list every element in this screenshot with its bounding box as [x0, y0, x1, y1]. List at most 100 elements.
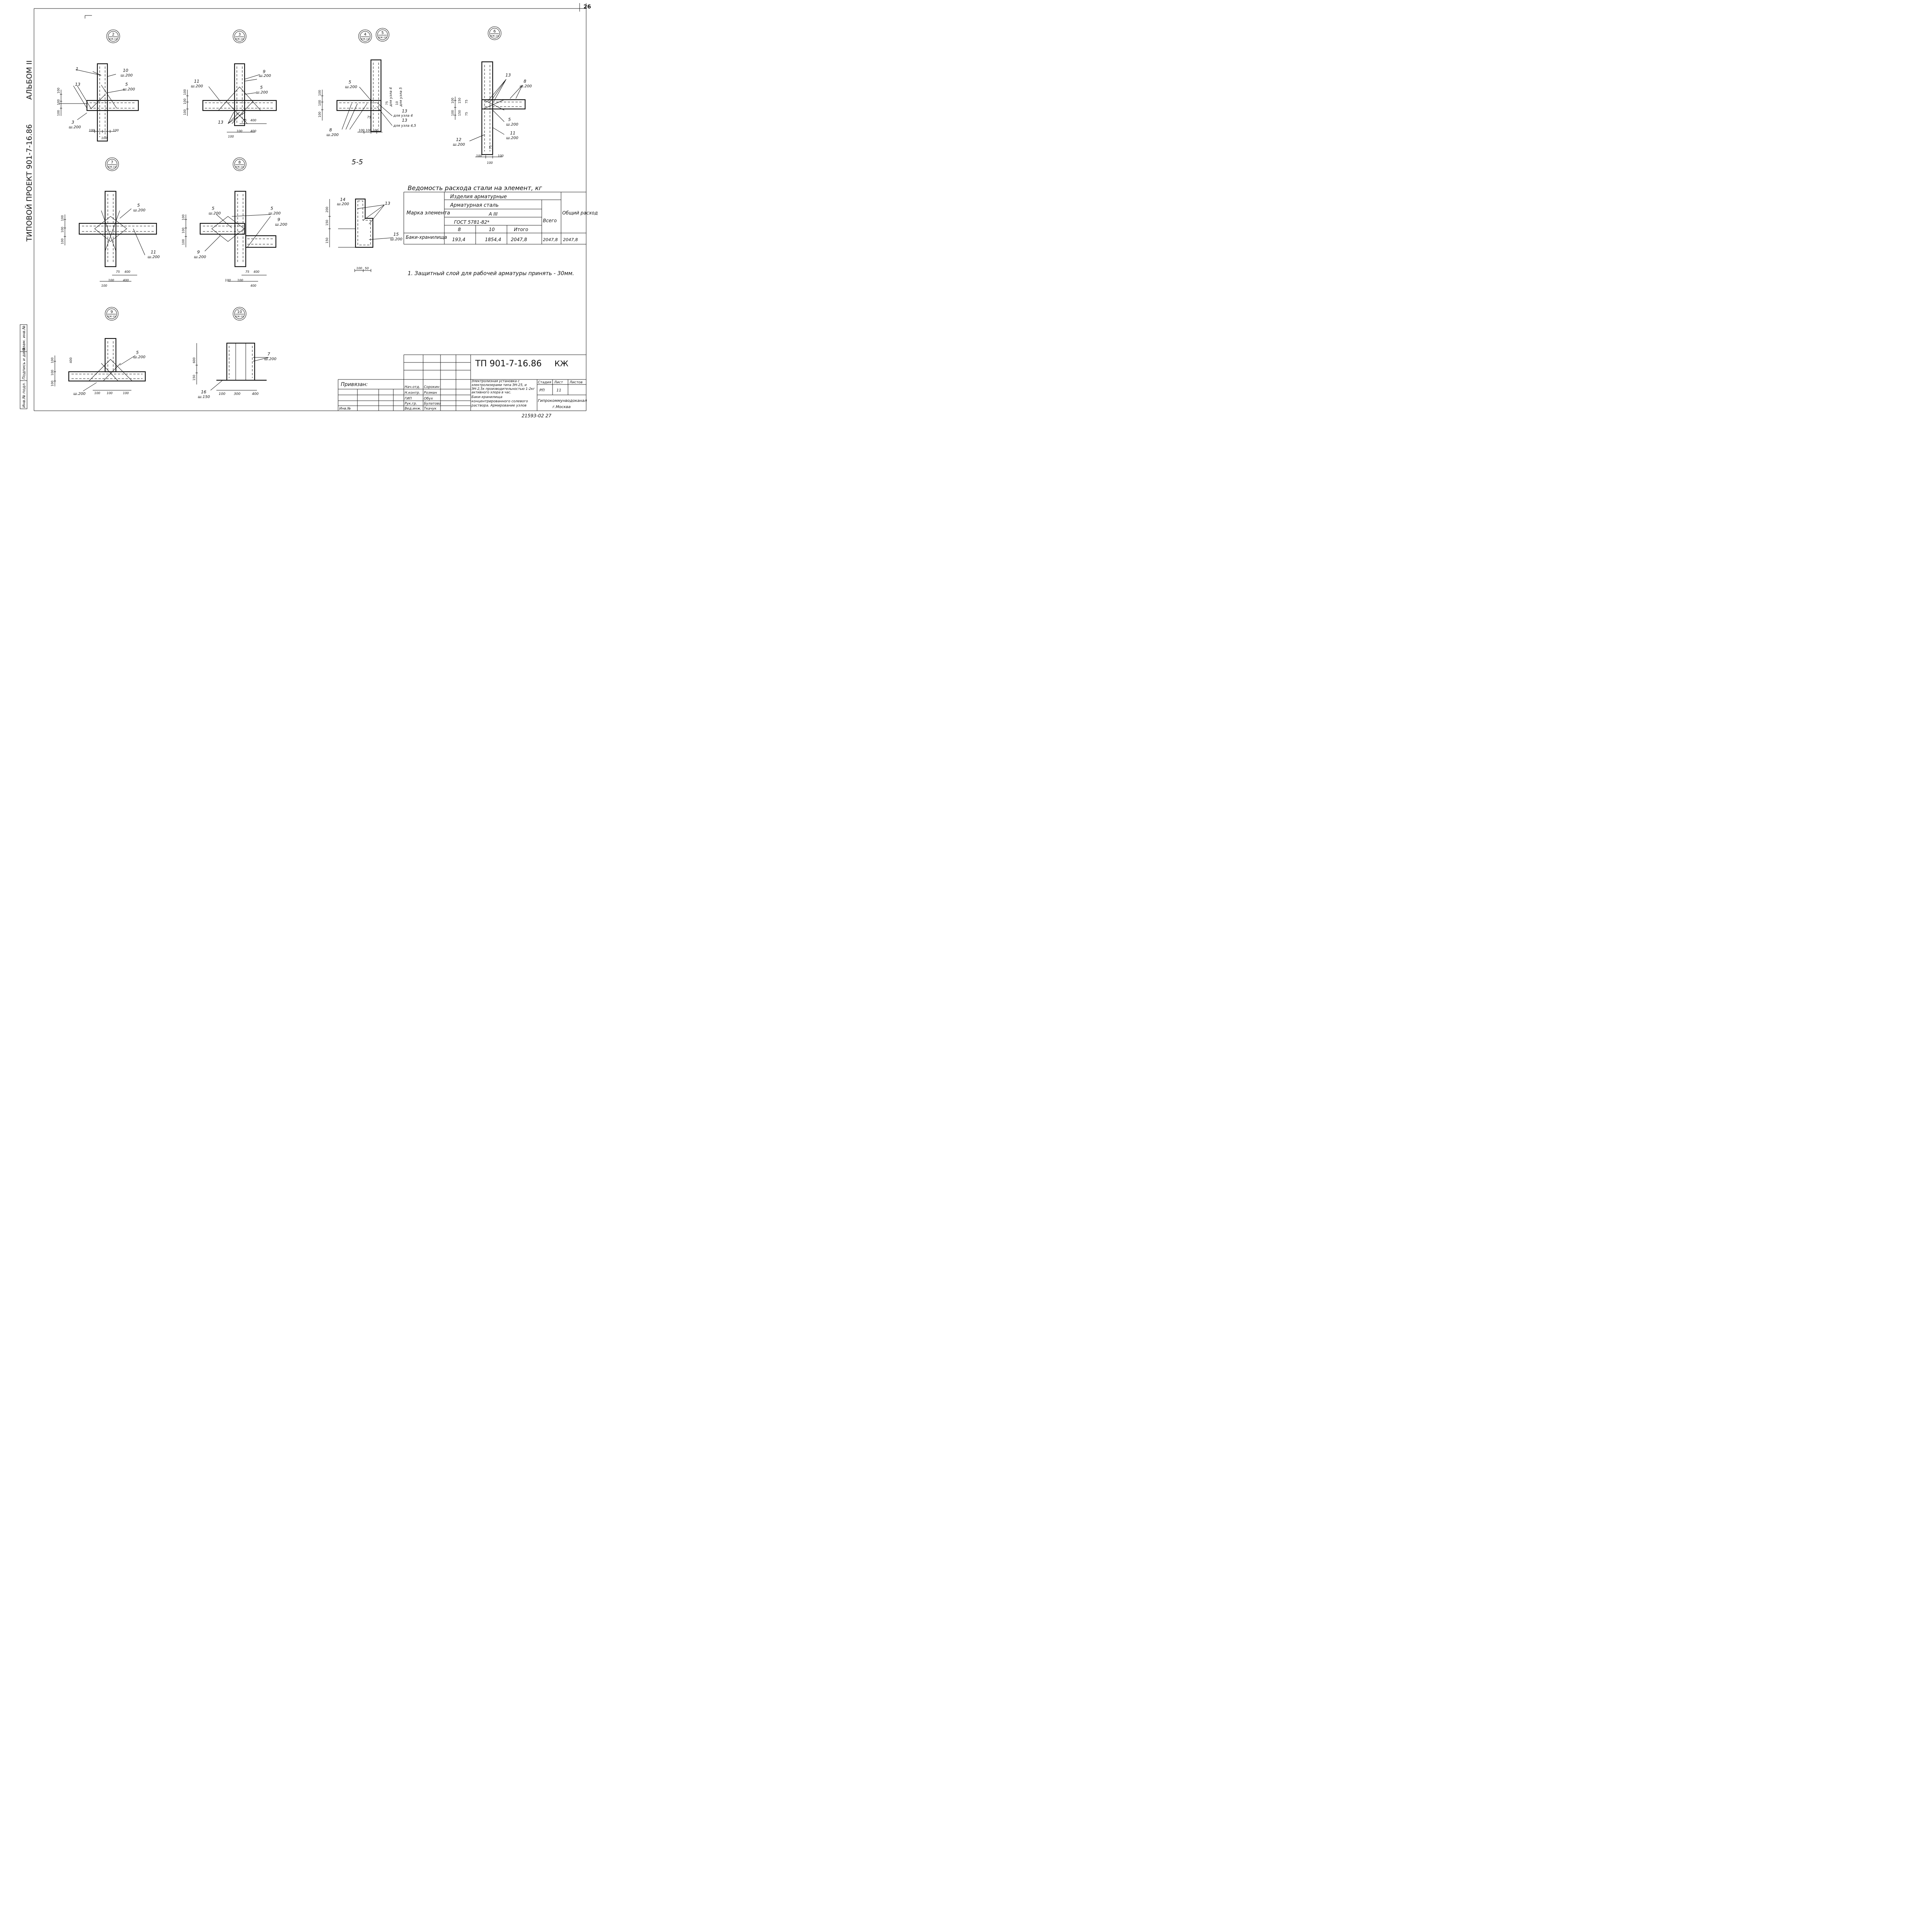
drawing-sheet: 26 АЛЬБОМ II ТИПОВОЙ ПРОЕКТ 901-7-16.86 … [20, 3, 598, 418]
node-8-callout-5a: 5 [212, 206, 214, 211]
node-marker-number: 10 [237, 310, 242, 314]
node-45-dim: 75 [367, 116, 371, 119]
spec-row-v10: 1854,4 [485, 237, 501, 242]
section-dim: 50 [365, 267, 369, 270]
node-3-dim: 100 [183, 99, 187, 104]
node-marker-number: 9 [111, 310, 113, 314]
section-callout-14-step: ш.200 [337, 202, 349, 206]
node-marker-ref: КЖ-10 [379, 36, 387, 39]
spec-row-v8: 193,4 [452, 237, 465, 242]
node-7-drawing: 5 ш.200 11 ш.200 100 100 100 75 400 100 … [61, 191, 160, 287]
node-8-callout-9b-step: ш.200 [194, 255, 206, 259]
node-45-callout-5-step: ш.200 [345, 85, 357, 89]
node-45-callout-8-step: ш.200 [327, 133, 338, 137]
node-45-dim: 100 [366, 129, 371, 132]
drawing-code: ТП 901-7-16.86 [475, 359, 542, 369]
node-marker: 7 КЖ-10 [105, 157, 119, 171]
node-3-dim: 400 [250, 129, 256, 133]
node-marker-ref: КЖ-10 [361, 38, 369, 41]
node-6-dim: 150 [458, 110, 461, 116]
privyazan-label: Привязан: [341, 382, 368, 388]
node-6-dim: 75 [465, 112, 468, 116]
page-number: 26 [583, 4, 591, 10]
node-marker-ref: КЖ-10 [236, 38, 244, 41]
spec-row-overall: 2047,8 [563, 237, 578, 242]
node-10-drawing: 7 ш.200 16 ш.150 600 150 100 300 400 [192, 342, 276, 399]
node-8-dim: 100 [182, 214, 185, 220]
node-8-dim: 400 [253, 270, 259, 274]
role-label: Вед.инж. [405, 407, 422, 411]
sheet-title: Баки-хранилища концентрированного солево… [471, 395, 528, 408]
node-6-callout-13: 13 [505, 73, 511, 78]
node-6-dim: 100 [451, 98, 454, 104]
node-10-dim: 150 [192, 375, 196, 381]
node-marker-number: 2 [112, 32, 114, 37]
section-callout-13: 13 [385, 201, 390, 206]
spec-col-total: Всего [543, 218, 557, 223]
footer-code: 21593-02 27 [522, 413, 551, 418]
node-marker-number: 4 [364, 32, 366, 37]
node-8-dim: 100 [182, 239, 185, 245]
spec-table: Ведомость расхода стали на элемент, кг И… [403, 184, 598, 245]
node-8-callout-5b: 5 [270, 206, 273, 211]
node-8-callout-5b-step: ш.200 [269, 211, 281, 216]
node-3-callout-9: 9 [263, 69, 265, 74]
node-2-callout-3: 3 [71, 120, 74, 125]
spec-sub-header: 8 [458, 227, 461, 232]
node-10-callout-7-step: ш.200 [264, 357, 276, 361]
project-description: Электролизная установка с электролизерам… [471, 380, 535, 395]
node-45-drawing: 5 ш.200 для узла 4 для узла 5 13 для узл… [318, 59, 416, 137]
node-8-callout-9b: 9 [197, 250, 200, 255]
node-45-dim: 100 [318, 100, 321, 106]
node-9-drawing: 5 ш.200 ш.200 400 100 100 100 100 100 10… [51, 338, 146, 396]
spec-row-sum: 2047,8 [511, 237, 527, 242]
node-45-note-uzel4: для узла 4 [389, 87, 393, 107]
node-7-dim: 100 [61, 215, 64, 221]
node-45-dim: 100 [318, 90, 321, 96]
spec-gost: ГОСТ 5781-82* [454, 219, 490, 225]
sheet-value: 11 [556, 388, 561, 393]
node-7-callout-5: 5 [137, 203, 140, 208]
node-7-dim: 100 [101, 284, 107, 287]
node-8-callout-5a-step: ш.200 [209, 211, 221, 216]
node-45-callout-13a: 13 [402, 109, 407, 114]
role-name: Сорокин [424, 385, 439, 389]
spec-group-2: Арматурная сталь [450, 202, 499, 208]
org-city: г.Москва [553, 405, 571, 409]
node-marker-number: 5 [381, 31, 384, 35]
node-marker-number: 8 [238, 160, 241, 165]
node-marker-number: 6 [493, 29, 496, 34]
node-45-dim: 100 [318, 112, 321, 117]
node-8-dim: 100 [225, 279, 231, 282]
node-9-dim: 100 [107, 391, 112, 395]
node-8-dim: 400 [250, 284, 256, 287]
node-2-dim: 100 [57, 110, 60, 116]
node-45-dim: 100 [359, 129, 364, 132]
node-8-dim: 75 [245, 270, 249, 274]
node-6-dim: 100 [498, 154, 503, 158]
node-7-dim: 100 [61, 238, 64, 244]
section-5-5-drawing: 5-5 14 ш.200 13 15 ш.200 200 150 150 100… [325, 158, 402, 272]
node-2-callout-10-step: ш.200 [121, 73, 133, 78]
node-3-callout-11-step: ш.200 [191, 84, 203, 88]
node-10-callout-7: 7 [267, 352, 270, 357]
role-label: ГИП [405, 397, 412, 401]
spec-group-1: Изделия арматурные [450, 194, 507, 200]
node-10-callout-16: 16 [201, 390, 206, 395]
role-name: Обух [424, 397, 433, 401]
section-dim: 150 [325, 238, 329, 243]
node-marker: 4 КЖ-10 [358, 29, 372, 43]
node-6-callout-12-step: ш.200 [453, 143, 465, 147]
node-2-dim: 100 [101, 136, 107, 140]
node-3-dim: 75 [243, 119, 247, 122]
node-2-callout-1: 1 [76, 66, 78, 71]
node-2-dim: 100 [89, 129, 95, 132]
node-6-dim: 100 [487, 161, 493, 165]
node-2-callout-13: 13 [75, 82, 80, 87]
node-2-drawing: 1 10 ш.200 5 ш.200 13 3 ш.200 100 100 10… [57, 63, 139, 142]
node-10-dim: 600 [192, 357, 196, 363]
sheet-header: Лист [554, 381, 563, 384]
spec-row-total: 2047,8 [543, 237, 558, 242]
node-8-dim: 100 [237, 279, 243, 282]
section-callout-15: 15 [393, 232, 399, 237]
